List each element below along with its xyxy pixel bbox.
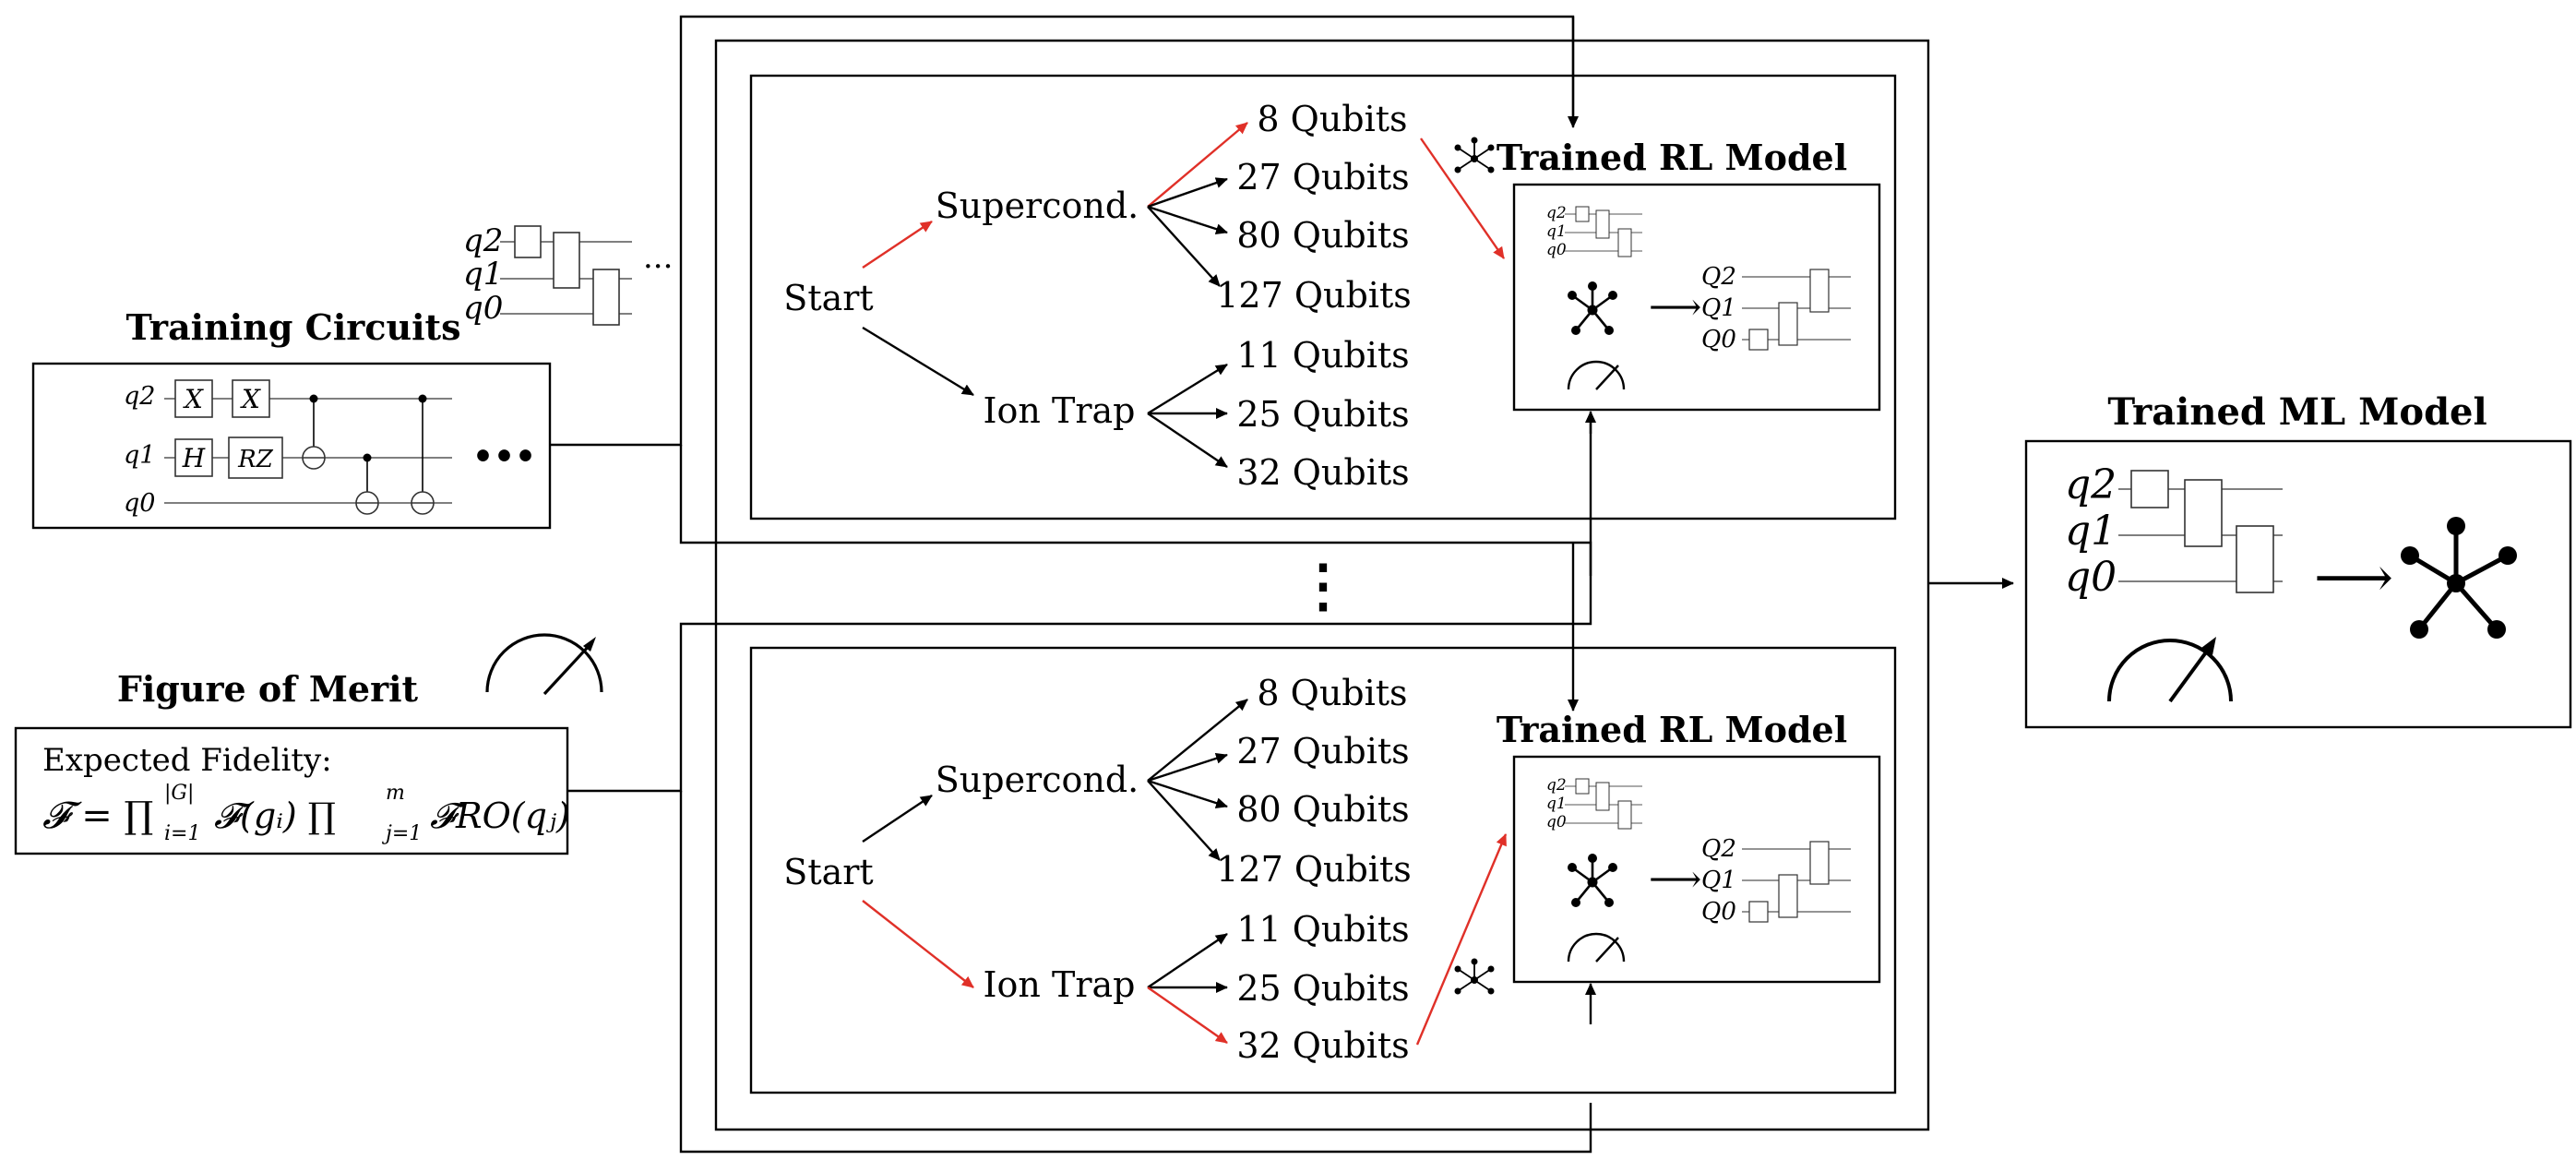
- panel-1-rl-title: Trained RL Model: [1497, 137, 1847, 178]
- gauge-icon: [485, 633, 603, 696]
- stack-ellipsis: ···: [643, 248, 673, 285]
- gate-x-2: [232, 379, 270, 418]
- panel-2-rl-output-circuit: Q2 Q1 Q0: [1701, 835, 1851, 926]
- connector-frames: [550, 15, 2014, 1154]
- svg-text:q1: q1: [1546, 222, 1567, 241]
- panel-2-rl-title: Trained RL Model: [1497, 709, 1847, 750]
- panel-1-device-8: 8 Qubits: [1257, 99, 1407, 139]
- panel-1-device-80: 80 Qubits: [1236, 215, 1409, 256]
- cnot-gates: [302, 394, 435, 515]
- gate-x-1: [174, 379, 213, 418]
- circuit-ellipsis: •••: [472, 437, 536, 476]
- formula-main: 𝓕 = ∏: [42, 795, 153, 837]
- panel-2: Start Supercond. Ion Trap 8 Qubits 27 Qu…: [749, 646, 1897, 1094]
- ml-label-q0: q0: [2065, 554, 2117, 601]
- panel-2-device-8: 8 Qubits: [1257, 673, 1407, 713]
- stack-label-q1: q1: [463, 256, 503, 293]
- panel-1-model-icon: [1454, 137, 1495, 173]
- panel-2-rl-box: [1512, 755, 1881, 984]
- panel-2-iontrap: Ion Trap: [984, 964, 1136, 1005]
- panel-2-device-32: 32 Qubits: [1236, 1025, 1409, 1066]
- ml-label-q1: q1: [2065, 508, 2117, 555]
- training-circuits: Training Circuits q2 q1 q0 ··· q2 q1 q0 …: [31, 222, 673, 530]
- svg-text:q0: q0: [1546, 241, 1567, 259]
- ml-model-box: [2024, 439, 2572, 729]
- formula-tail: 𝓕RO(qⱼ): [430, 795, 570, 836]
- ml-arrow: ⟶: [2314, 545, 2393, 610]
- vertical-ellipsis: ⋮: [1294, 552, 1352, 619]
- panel-2-box: [749, 646, 1897, 1094]
- svg-text:Q2: Q2: [1701, 263, 1736, 291]
- stacked-circuit-icon: q2 q1 q0 ···: [463, 222, 673, 327]
- panel-1-rl-agent-icon: [1568, 281, 1617, 335]
- ml-model-title: Trained ML Model: [2107, 390, 2487, 434]
- svg-text:q1: q1: [1546, 795, 1567, 813]
- svg-text:Q1: Q1: [1701, 867, 1736, 894]
- panel-1-rl-gauge-icon: [1567, 360, 1626, 390]
- stack-label-q0: q0: [463, 290, 503, 327]
- ml-model-circuit: q2 q1 q0: [2065, 461, 2283, 601]
- panel-2-device-25: 25 Qubits: [1236, 968, 1409, 1009]
- training-circuits-title: Training Circuits: [126, 306, 461, 348]
- ml-label-q2: q2: [2065, 461, 2117, 508]
- gate-x-1-label: X: [183, 384, 204, 414]
- formula-mid: 𝓕(gᵢ) ∏: [214, 795, 336, 836]
- svg-text:q2: q2: [1546, 204, 1567, 222]
- panel-2-rl-arrow: ⟶: [1649, 858, 1701, 901]
- gate-x-2-label: X: [240, 384, 261, 414]
- stack-label-q2: q2: [463, 222, 503, 259]
- formula-lower-1: i=1: [164, 822, 200, 845]
- ml-model: Trained ML Model q2 q1 q0 ⟶: [2024, 390, 2572, 729]
- panel-2-rl-input-circuit: q2 q1 q0: [1546, 776, 1642, 831]
- figure-of-merit: Figure of Merit Expected Fidelity: 𝓕 = ∏…: [14, 633, 603, 855]
- panel-1-device-127: 127 Qubits: [1216, 275, 1412, 316]
- circuit-label-q0: q0: [124, 489, 155, 518]
- svg-text:Q0: Q0: [1701, 898, 1736, 926]
- panel-1-box: [749, 74, 1897, 520]
- formula-lower-2: j=1: [381, 822, 422, 845]
- panel-2-supercond: Supercond.: [936, 759, 1139, 800]
- fidelity-formula: 𝓕 = ∏ |G| i=1 𝓕(gᵢ) ∏ m j=1 𝓕RO(qⱼ): [42, 782, 570, 845]
- panel-2-device-11: 11 Qubits: [1236, 909, 1409, 950]
- ml-gauge-icon: [2107, 637, 2233, 703]
- circuit-label-q1: q1: [124, 441, 155, 470]
- panel-2-rl-agent-icon: [1568, 854, 1617, 907]
- panel-2-device-80: 80 Qubits: [1236, 789, 1409, 830]
- panel-1-supercond: Supercond.: [936, 185, 1139, 226]
- panel-1-device-11: 11 Qubits: [1236, 335, 1409, 376]
- svg-text:Q1: Q1: [1701, 294, 1736, 322]
- panel-2-device-27: 27 Qubits: [1236, 731, 1409, 771]
- formula-upper-2: m: [386, 782, 405, 805]
- gate-rz: [228, 437, 283, 479]
- svg-text:q0: q0: [1546, 813, 1567, 831]
- panel-1-rl-box: [1512, 183, 1881, 412]
- panel-2-model-icon: [1454, 958, 1495, 995]
- figure-of-merit-title: Figure of Merit: [117, 668, 419, 710]
- panel-1-iontrap: Ion Trap: [984, 390, 1136, 431]
- gate-h-label: H: [182, 443, 206, 473]
- panel-1-rl-input-circuit: q2 q1 q0: [1546, 204, 1642, 259]
- gate-rz-label: RZ: [237, 446, 274, 473]
- formula-upper-1: |G|: [164, 782, 194, 805]
- ml-agent-icon: [2401, 517, 2517, 639]
- svg-text:Q2: Q2: [1701, 835, 1736, 863]
- panel-1: Start Supercond. Ion Trap 8 Qubits 27 Qu…: [749, 74, 1897, 520]
- panel-1-rl-arrow: ⟶: [1649, 286, 1701, 329]
- svg-text:Q0: Q0: [1701, 326, 1736, 353]
- panel-1-device-32: 32 Qubits: [1236, 452, 1409, 493]
- panel-2-start: Start: [783, 852, 873, 892]
- panel-2-rl-gauge-icon: [1567, 932, 1626, 963]
- circuit-label-q2: q2: [124, 382, 155, 411]
- panel-1-device-25: 25 Qubits: [1236, 394, 1409, 435]
- panel-1-start: Start: [783, 278, 873, 318]
- panel-2-device-127: 127 Qubits: [1216, 849, 1412, 890]
- svg-text:q2: q2: [1546, 776, 1567, 795]
- gate-h: [174, 438, 213, 477]
- fidelity-label: Expected Fidelity:: [42, 742, 332, 779]
- panel-1-rl-output-circuit: Q2 Q1 Q0: [1701, 263, 1851, 353]
- panel-1-device-27: 27 Qubits: [1236, 157, 1409, 197]
